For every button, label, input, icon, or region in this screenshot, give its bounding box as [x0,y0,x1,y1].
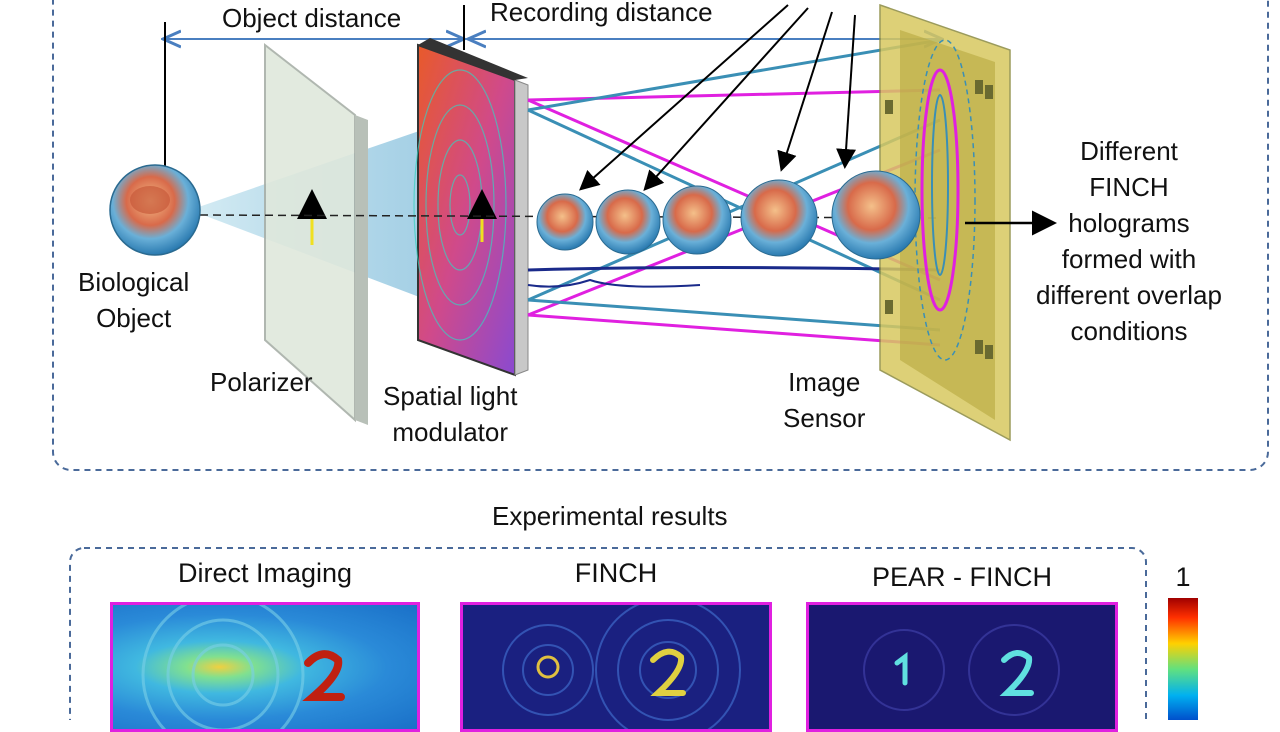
colorbar [1168,598,1198,720]
results-frame [69,547,1147,720]
pear-finch-result [806,602,1118,732]
direct-imaging-title: Direct Imaging [177,558,353,588]
object-distance-label: Object distance [222,3,402,33]
polarizer-label: Polarizer [210,367,313,397]
image-sensor-label: Image Sensor [783,367,866,433]
slm-label: Spatial light modulator [383,381,518,447]
spatial-light-modulator [417,43,516,377]
biological-object-label: Biological Object [78,267,190,333]
recording-distance-label: Recording distance [490,0,713,27]
results-title: Experimental results [492,501,728,531]
direct-imaging-result [110,602,420,732]
finch-title: FINCH [574,558,658,588]
pear-finch-title: PEAR - FINCH [871,562,1052,592]
setup-frame [52,0,1269,471]
image-copies [536,170,921,260]
holograms-label: Different FINCH holograms formed with di… [1036,136,1222,346]
finch-result [460,602,772,732]
colorbar-max-label: 1 [1175,562,1191,592]
